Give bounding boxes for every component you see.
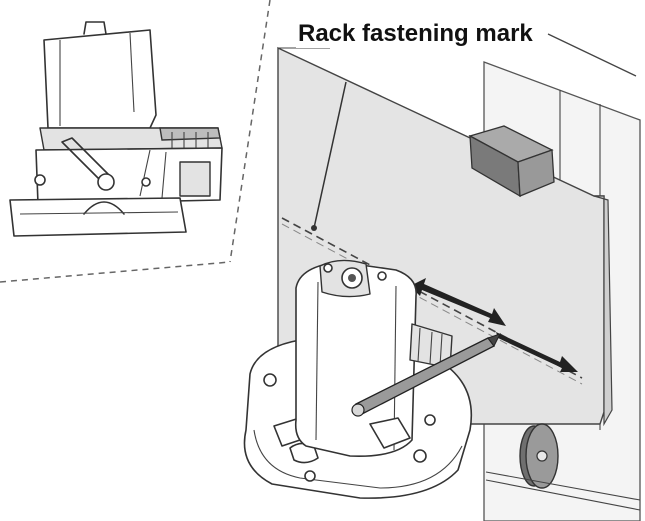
pencil-icon: [351, 333, 501, 417]
label-underline: [547, 33, 637, 77]
motor-side-view-inset: [9, 21, 223, 237]
callout-dashed-lines: [0, 0, 271, 283]
gate-guide-wheel: [519, 423, 559, 489]
rack-fastening-bracket: [468, 125, 555, 198]
label-leader-line: [311, 81, 347, 231]
rack-marking-line: [281, 217, 583, 385]
double-headed-arrow-icon: [410, 278, 578, 372]
rack-fastening-mark-label: Rack fastening mark: [298, 20, 533, 47]
label-background: [296, 14, 544, 48]
ground-rail: [485, 471, 641, 511]
gate-motor-unit: [243, 259, 473, 499]
